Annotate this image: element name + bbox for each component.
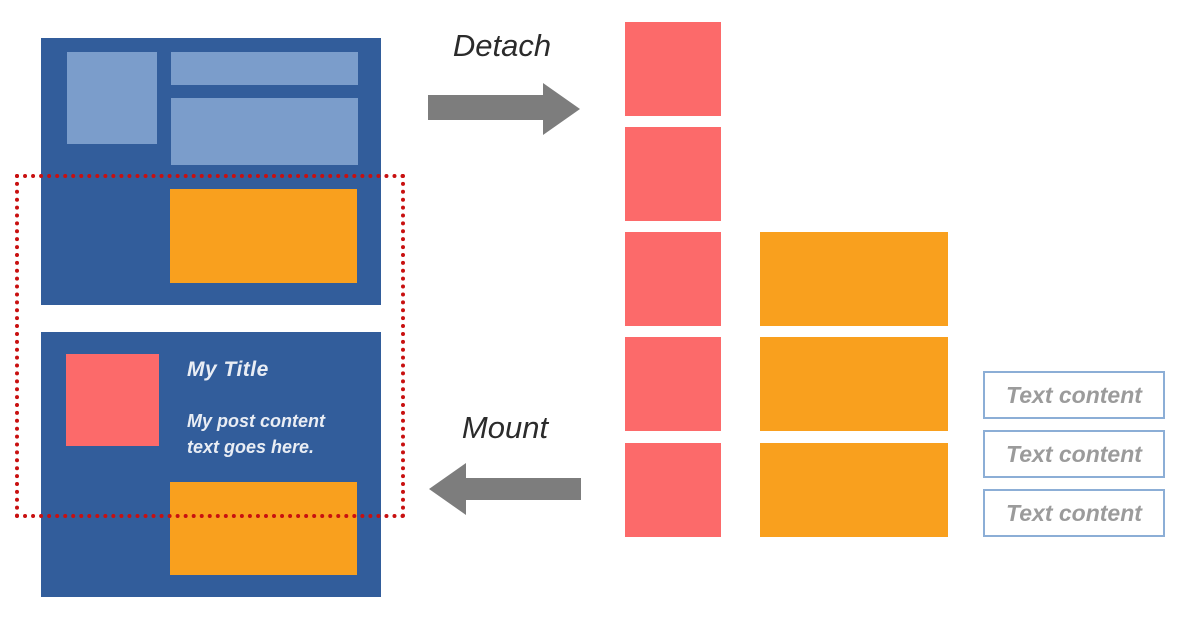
text-placeholder-bar	[171, 52, 358, 85]
detached-red-node	[625, 232, 721, 326]
image-placeholder-block	[67, 52, 157, 144]
detached-red-node	[625, 337, 721, 431]
orange-content-block	[170, 482, 357, 575]
detached-orange-node	[760, 337, 948, 431]
post-image-block	[66, 354, 159, 446]
detach-label: Detach	[452, 28, 552, 63]
text-placeholder-bar	[171, 98, 358, 165]
detached-text-node: Text content	[983, 430, 1165, 478]
detached-orange-node	[760, 443, 948, 537]
detached-orange-node	[760, 232, 948, 326]
detached-text-node: Text content	[983, 371, 1165, 419]
detached-red-node	[625, 127, 721, 221]
orange-content-block	[170, 189, 357, 283]
post-body: My post content text goes here.	[187, 411, 325, 457]
detached-red-node	[625, 22, 721, 116]
detached-red-node	[625, 443, 721, 537]
mounted-post-mockup: My Title My post content text goes here.	[41, 332, 381, 597]
mounted-page-top-mockup	[41, 38, 381, 305]
detach-arrow-icon	[428, 83, 580, 135]
mount-arrow-icon	[429, 463, 581, 515]
detached-text-node: Text content	[983, 489, 1165, 537]
post-title: My Title	[187, 358, 269, 381]
mount-label: Mount	[461, 410, 549, 445]
